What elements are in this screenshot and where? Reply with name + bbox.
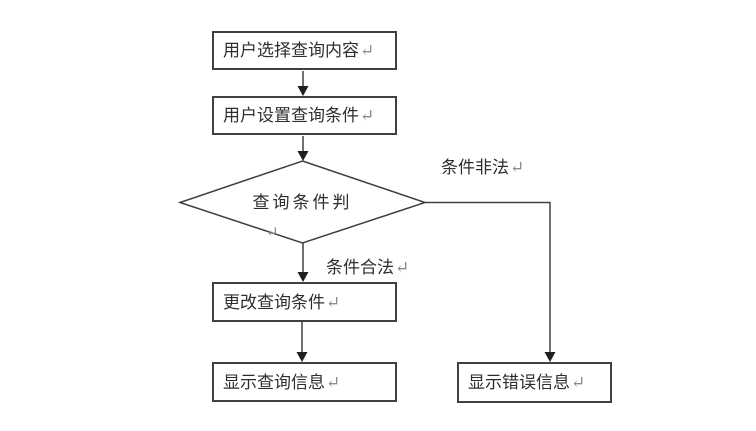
edge-label-illegal: 条件非法↵ — [441, 158, 524, 178]
node-label: 用户选择查询内容 — [223, 41, 359, 60]
node-label: 查询条件判 — [252, 192, 353, 212]
edge-label-text: 条件合法 — [326, 258, 394, 277]
node-label: 显示错误信息 — [468, 373, 570, 392]
edge-judge-to-showerror — [425, 201, 551, 353]
return-mark-icon: ↵ — [326, 292, 341, 312]
node-show-error-info: 显示错误信息↵ — [457, 362, 612, 403]
node-show-query-info: 显示查询信息↵ — [212, 362, 397, 402]
return-mark-icon: ↵ — [360, 106, 375, 125]
arrowhead-icon — [297, 272, 309, 282]
return-mark-icon: ↵ — [360, 41, 375, 60]
edge-label-text: 条件非法 — [441, 158, 509, 177]
arrowhead-icon — [544, 352, 556, 362]
arrowhead-icon — [297, 86, 309, 96]
node-change-conditions: 更改查询条件↵ — [212, 282, 397, 322]
return-mark-icon: ↵ — [571, 373, 586, 392]
node-set-conditions: 用户设置查询条件↵ — [212, 96, 397, 135]
node-label: 更改查询条件 — [223, 292, 325, 312]
edge-label-legal: 条件合法↵ — [326, 258, 409, 278]
arrowhead-icon — [297, 151, 309, 161]
return-mark-icon: ↵ — [510, 158, 525, 177]
node-select-content: 用户选择查询内容↵ — [212, 31, 397, 70]
node-label: 用户设置查询条件 — [223, 106, 359, 125]
node-judge-conditions: 查询条件判 — [180, 161, 425, 243]
arrowhead-icon — [296, 352, 308, 362]
return-mark-icon: ↵ — [326, 372, 341, 392]
node-label: 显示查询信息 — [223, 372, 325, 392]
return-mark-icon: ↵ — [395, 258, 410, 277]
return-mark-icon: ↵ — [266, 225, 279, 241]
